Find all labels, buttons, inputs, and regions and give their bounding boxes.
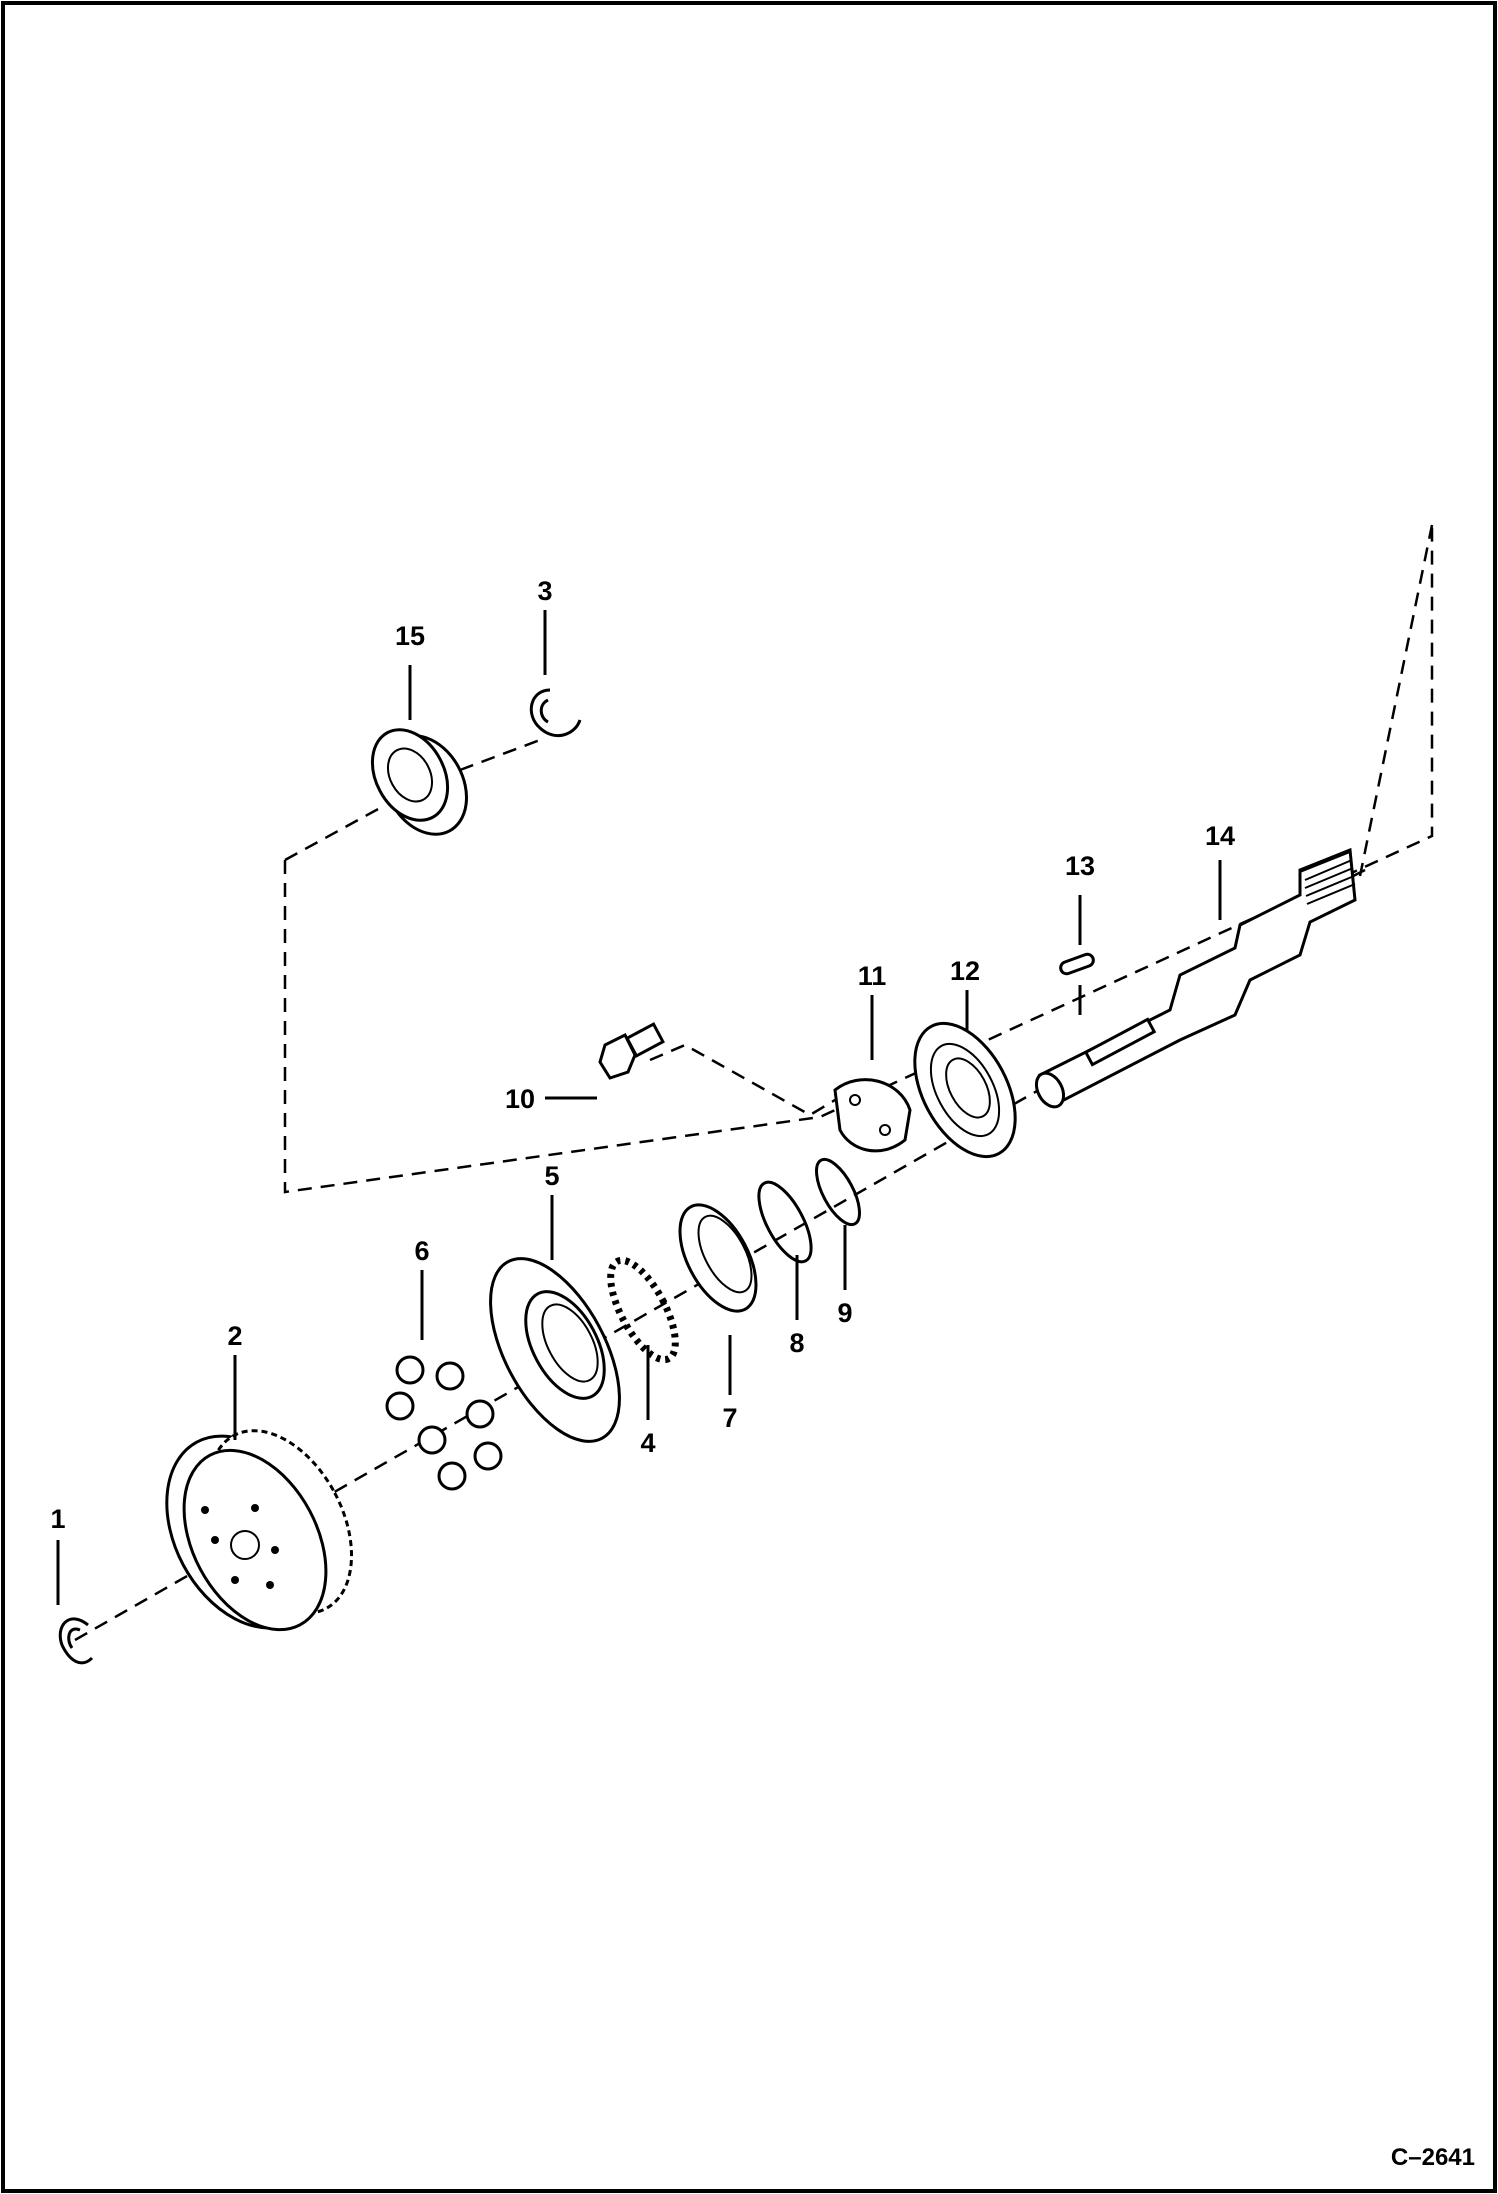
part-3-snap-ring [529,688,582,738]
part-12-bearing [913,1021,1017,1159]
callout-8: 8 [789,1328,804,1358]
part-6-balls [385,1355,503,1491]
part-8-ring [757,1180,813,1264]
bearing-centerline [459,738,541,772]
callout-9: 9 [837,1298,852,1328]
drawing-code: C–2641 [1391,2144,1475,2171]
part-14-shaft [1034,847,1357,1109]
callout-7: 7 [722,1403,737,1433]
callout-4: 4 [640,1428,655,1458]
part-2-gear [165,1429,354,1632]
leader-lines [56,610,1222,1605]
part-5-plate [489,1257,621,1443]
callout-6: 6 [414,1236,429,1266]
callout-13: 13 [1065,851,1095,881]
part-13-key [1059,952,1095,976]
part-9-snap-ring [815,1157,861,1227]
part-4-ball-ring [607,1256,679,1364]
callout-1: 1 [50,1504,65,1534]
callout-10: 10 [505,1084,535,1114]
callout-15: 15 [395,621,425,651]
dashed-outline-top [284,806,381,862]
callout-5: 5 [544,1161,559,1191]
callout-3: 3 [537,576,552,606]
callout-12: 12 [950,956,980,986]
part-7-race [678,1203,758,1313]
part-11-bracket [833,1078,912,1153]
part-10-bolt [598,1022,665,1080]
callout-2: 2 [227,1321,242,1351]
part-15-bearing [370,728,468,836]
callout-11: 11 [858,961,887,991]
part-1-snap-ring [58,1617,94,1665]
callout-14: 14 [1205,821,1235,851]
dashed-outline-top-right [1358,524,1434,877]
dashed-bolt-path [649,1043,836,1117]
